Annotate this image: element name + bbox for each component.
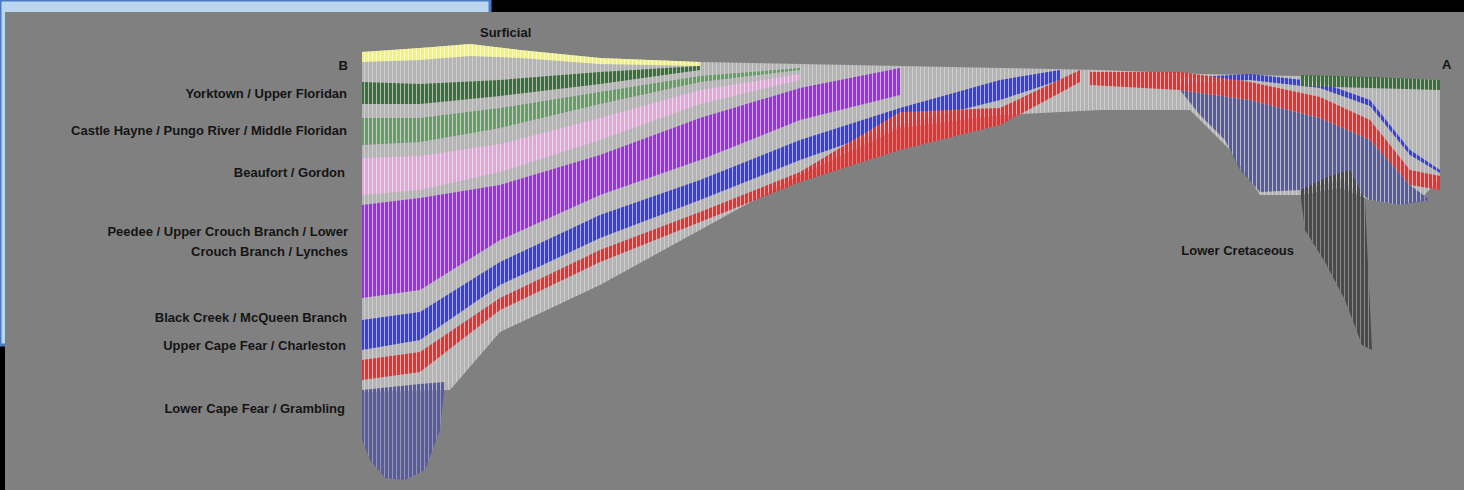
unit-label: Castle Hayne / Pungo River / Middle Flor…: [71, 121, 347, 141]
strata: [362, 44, 1440, 480]
section-end: B: [339, 56, 348, 76]
unit-label: Lower Cretaceous: [1181, 241, 1294, 261]
unit-label: Black Creek / McQueen Branch: [155, 308, 347, 328]
strata-stripes: [362, 44, 1440, 480]
section-end: A: [1442, 55, 1451, 75]
ground-panel: [5, 12, 1464, 490]
unit-label: Peedee / Upper Crouch Branch / Lower Cro…: [98, 222, 348, 262]
unit-label: Surficial: [480, 23, 531, 43]
unit-label: Upper Cape Fear / Charleston: [163, 336, 346, 356]
unit-label: Lower Cape Fear / Grambling: [164, 399, 345, 419]
unit-label: Beaufort / Gordon: [234, 163, 345, 183]
unit-label: Yorktown / Upper Floridan: [185, 84, 347, 104]
